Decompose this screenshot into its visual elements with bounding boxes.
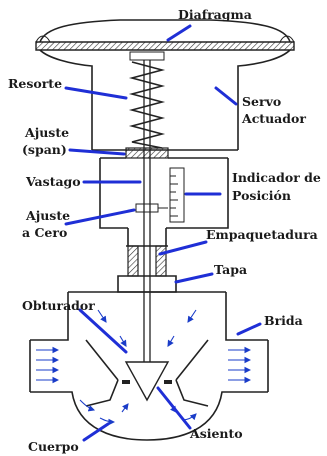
actuator-housing xyxy=(39,19,291,151)
pointer-obturador xyxy=(78,308,128,354)
labels: Diafragma Resorte Servo Actuador Ajuste … xyxy=(8,7,321,454)
pointer-brida xyxy=(236,322,262,336)
label-servo-1: Servo xyxy=(242,94,281,109)
label-brida: Brida xyxy=(264,313,303,328)
pointer-diafragma xyxy=(166,24,192,42)
pointer-asiento xyxy=(156,386,192,430)
label-tapa: Tapa xyxy=(214,262,247,277)
label-diafragma: Diafragma xyxy=(178,7,252,22)
label-indicador-2: Posición xyxy=(232,188,291,203)
label-ajuste-cero-2: a Cero xyxy=(22,225,67,240)
label-ajuste-span-1: Ajuste xyxy=(24,125,69,140)
diaphragm xyxy=(35,35,295,51)
label-cuerpo: Cuerpo xyxy=(28,439,79,454)
bonnet xyxy=(117,228,177,293)
pointer-ajuste-cero xyxy=(64,208,136,226)
label-asiento: Asiento xyxy=(189,426,243,441)
label-servo-2: Actuador xyxy=(241,111,306,126)
label-resorte: Resorte xyxy=(8,76,62,91)
pointer-servo-actuador xyxy=(214,86,238,106)
label-obturador: Obturador xyxy=(22,298,95,313)
label-ajuste-cero-1: Ajuste xyxy=(25,208,70,223)
packing-gland xyxy=(126,245,168,277)
position-indicator-scale xyxy=(169,167,185,223)
pointer-tapa xyxy=(174,272,214,284)
stem xyxy=(143,60,151,390)
zero-adjust-block xyxy=(135,203,168,213)
valve-body xyxy=(29,291,269,441)
spring xyxy=(128,51,166,149)
pointer-empaquetadura xyxy=(158,240,208,256)
label-ajuste-span-2: (span) xyxy=(22,142,67,157)
label-vastago: Vastago xyxy=(25,174,81,189)
flow-arrows xyxy=(36,309,252,426)
valve-seat xyxy=(122,380,172,384)
label-empaquetadura: Empaquetadura xyxy=(206,227,318,242)
pointer-ajuste-span xyxy=(68,148,126,156)
pointer-cuerpo xyxy=(82,422,110,442)
span-adjust-collar xyxy=(125,147,169,159)
pointer-resorte xyxy=(64,86,128,100)
valve-plug xyxy=(124,361,170,402)
label-indicador-1: Indicador de xyxy=(232,170,321,185)
pointer-lines xyxy=(64,24,262,442)
